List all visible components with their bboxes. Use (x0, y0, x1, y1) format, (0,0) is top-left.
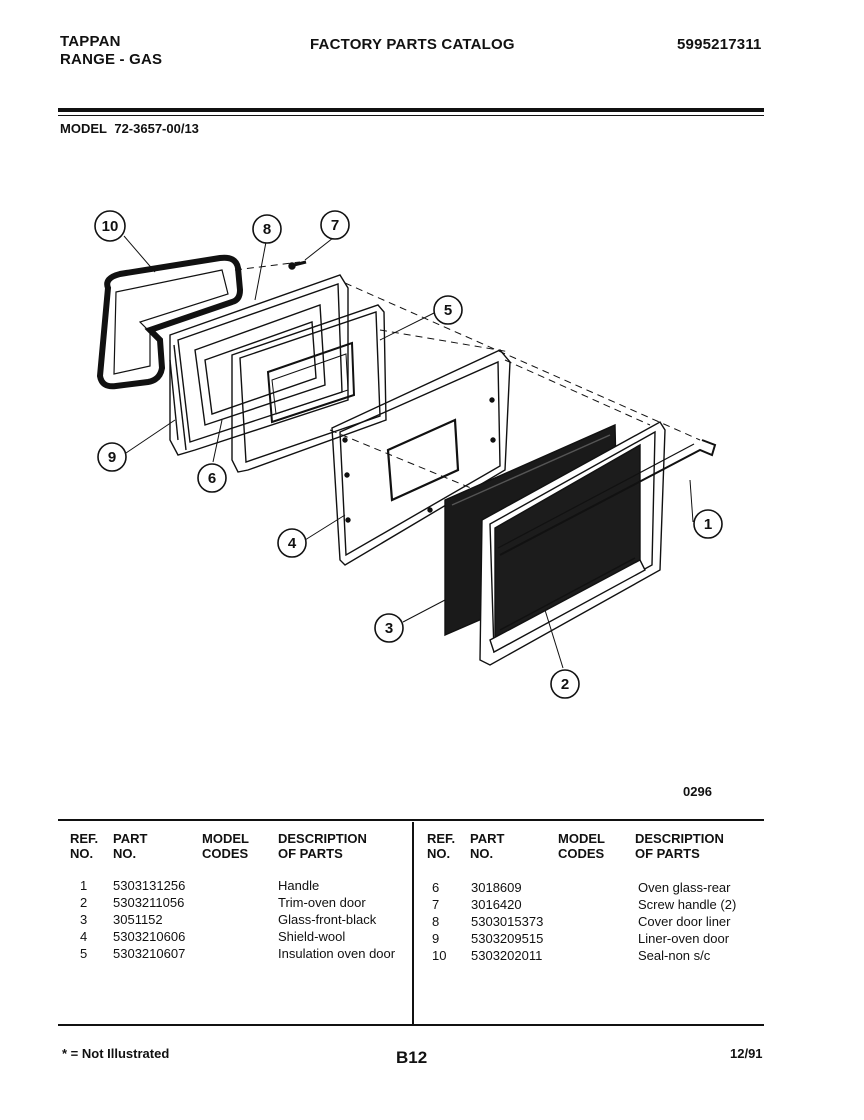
part-seal-shape (96, 254, 244, 390)
callout-4: 4 (288, 535, 297, 552)
callout-1: 1 (704, 516, 712, 533)
leader-lines (123, 235, 694, 669)
left-ref-column: 1 2 3 4 5 (80, 877, 87, 962)
callout-1-circle (693, 509, 723, 539)
table-row-part: 5303210607 (113, 946, 186, 961)
header-rule-thin (58, 115, 764, 116)
table-row-part: 3051152 (113, 912, 163, 927)
table-row-ref: 6 (432, 880, 440, 895)
callout-9: 9 (108, 449, 116, 466)
revision-date: 12/91 (730, 1046, 763, 1061)
left-part-column: 5303131256 5303211056 3051152 5303210606… (113, 877, 185, 962)
table-row-desc: Liner-oven door (638, 931, 730, 946)
table-row-part: 5303202011 (471, 948, 543, 963)
table-row-part: 5303209515 (471, 931, 544, 946)
table-row-part: 5303210606 (113, 929, 186, 944)
not-illustrated-note: * = Not Illustrated (62, 1046, 170, 1061)
part-liner-shape (169, 274, 349, 456)
right-part-column: 3018609 3016420 5303015373 5303209515 53… (471, 879, 543, 964)
table-row-ref: 4 (80, 929, 88, 944)
table-row-ref: 1 (80, 878, 88, 893)
part-shield-shape (331, 349, 511, 566)
table-row-desc: Cover door liner (638, 914, 731, 929)
table-row-ref: 8 (432, 914, 440, 929)
table-row-desc: Handle (278, 878, 320, 893)
callout-2-circle (550, 669, 580, 699)
callout-3: 3 (385, 620, 393, 637)
catalog-number: 5995217311 (677, 36, 762, 53)
table-row-desc: Glass-front-black (278, 912, 377, 927)
table-row-part: 5303211056 (113, 895, 185, 910)
callout-7-circle (320, 210, 350, 240)
part-screw-shape (288, 260, 307, 270)
table-row-ref: 10 (432, 948, 447, 963)
model-number: 72-3657-00/13 (114, 121, 199, 136)
model-line: MODEL 72-3657-00/13 (60, 121, 199, 136)
table-row-part: 5303131256 (113, 878, 186, 893)
right-desc-column: Oven glass-rear Screw handle (2) Cover d… (638, 879, 736, 964)
table-row-ref: 5 (80, 946, 88, 961)
table-row-part: 5303015373 (471, 914, 544, 929)
table-row-desc: Oven glass-rear (638, 880, 731, 895)
callout-10-circle (94, 210, 126, 242)
exploded-diagram: 1 2 3 4 5 6 7 8 9 10 (94, 210, 723, 699)
table-bottom-rule (58, 1024, 764, 1026)
table-row-part: 3018609 (471, 880, 522, 895)
table-row-desc: Seal-non s/c (638, 948, 711, 963)
table-row-ref: 3 (80, 912, 88, 927)
part-handle-shape (497, 439, 717, 556)
callout-8: 8 (263, 221, 271, 238)
header-ref-right: REF.NO. (427, 831, 456, 861)
callout-5: 5 (444, 302, 452, 319)
model-label: MODEL (60, 121, 107, 136)
callout-9-circle (97, 442, 127, 472)
left-desc-column: Handle Trim-oven door Glass-front-black … (278, 877, 395, 962)
callout-2: 2 (561, 676, 569, 693)
table-row-desc: Screw handle (2) (638, 897, 737, 912)
table-divider (412, 822, 414, 1026)
alignment-lines (234, 261, 701, 501)
callout-3-circle (374, 613, 404, 643)
table-row-desc: Trim-oven door (278, 895, 366, 910)
header-ref-left: REF.NO. (70, 831, 99, 861)
table-row-ref: 7 (432, 897, 440, 912)
table-row-ref: 9 (432, 931, 440, 946)
brand-name: TAPPAN (60, 33, 121, 50)
callout-8-circle (252, 214, 282, 244)
diagram-code: 0296 (683, 784, 712, 799)
callout-5-circle (433, 295, 463, 325)
callout-6: 6 (208, 470, 216, 487)
table-row-part: 3016420 (471, 897, 522, 912)
right-ref-column: 6 7 8 9 10 (432, 879, 446, 964)
table-row-ref: 2 (80, 895, 88, 910)
callout-6-circle (197, 463, 227, 493)
callout-10: 10 (102, 218, 119, 235)
callout-7: 7 (331, 217, 339, 234)
table-row-desc: Shield-wool (278, 929, 346, 944)
header-rule-thick (58, 108, 764, 112)
table-top-rule (58, 819, 764, 821)
page-number: B12 (396, 1048, 428, 1067)
catalog-title: FACTORY PARTS CATALOG (310, 36, 515, 53)
product-type: RANGE - GAS (60, 51, 163, 68)
part-door-liner-shape (231, 304, 387, 473)
table-row-desc: Insulation oven door (278, 946, 396, 961)
callout-4-circle (277, 528, 307, 558)
part-door-trim-shape (479, 421, 666, 666)
